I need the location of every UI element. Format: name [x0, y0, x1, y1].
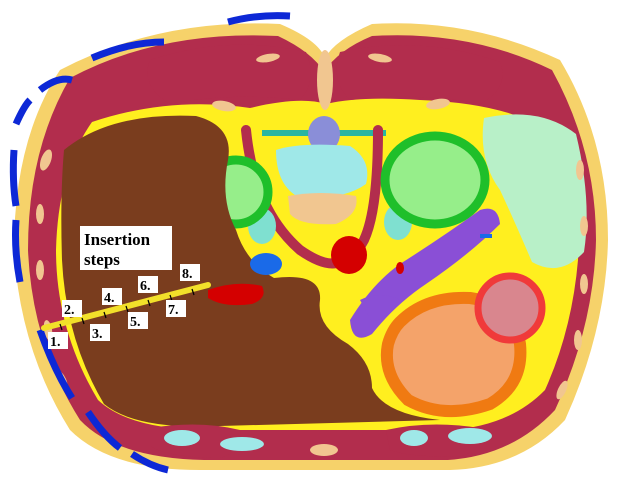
aorta	[331, 236, 367, 274]
step-label-1: 1.	[50, 335, 61, 350]
step-label-8: 8.	[182, 267, 193, 282]
step-label-2: 2.	[64, 303, 75, 318]
title-line-1: Insertion	[84, 230, 151, 249]
splenic-vessel	[396, 262, 404, 274]
step-label-7: 7.	[168, 303, 179, 318]
title-line-2: steps	[84, 250, 120, 269]
small-blue-vessel	[480, 234, 492, 238]
spinous-process	[317, 50, 333, 110]
bowel	[478, 276, 542, 340]
step-label-3: 3.	[92, 327, 103, 342]
step-label-5: 5.	[130, 315, 141, 330]
ivc	[250, 253, 282, 275]
step-label-6: 6.	[140, 279, 151, 294]
kidney-right	[385, 136, 485, 224]
step-label-4: 4.	[104, 291, 115, 306]
vertebral-body	[276, 145, 367, 199]
